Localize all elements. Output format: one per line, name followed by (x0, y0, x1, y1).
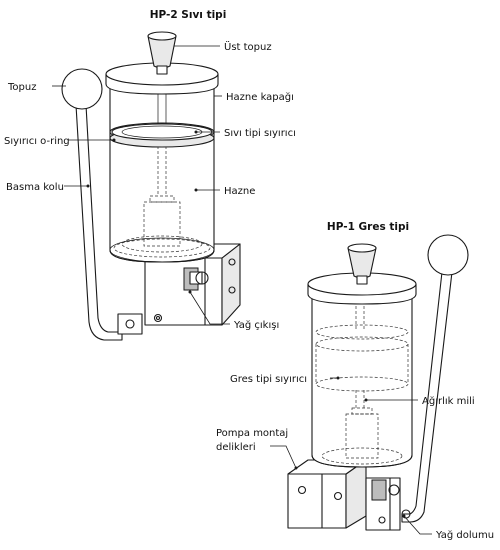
hp2-inner-pump (113, 146, 211, 258)
label-topuz: Topuz (7, 82, 36, 93)
hp2-reservoir (109, 73, 215, 263)
hp1-top-knob (347, 243, 377, 285)
label-gres-tipi-siyirici: Gres tipi sıyırıcı (230, 374, 307, 385)
hp1-pump (287, 234, 469, 531)
hp2-pump (61, 31, 241, 341)
hp1-reservoir (311, 287, 413, 468)
leader-lines (52, 45, 432, 535)
label-siyirici-oring: Sıyırıcı o-ring (4, 136, 70, 147)
label-pompa-montaj-2: delikleri (216, 442, 256, 453)
hp2-title: HP-2 Sıvı tipi (150, 9, 227, 21)
hp2-top-knob (147, 31, 177, 75)
hp2-handle-knob (61, 68, 103, 110)
hp1-handle-arm (401, 271, 453, 523)
hp2-liquid-scraper (109, 122, 215, 148)
label-yag-dolumu: Yağ dolumu (435, 529, 494, 541)
label-ust-topuz: Üst topuz (224, 40, 272, 53)
label-hazne-kapagi: Hazne kapağı (226, 91, 294, 103)
label-pompa-montaj-1: Pompa montaj (216, 428, 288, 439)
labels: HP-2 Sıvı tipi Üst topuz Topuz Hazne kap… (4, 9, 494, 541)
hp2-oil-outlet (183, 267, 209, 291)
hp1-handle-knob (427, 234, 469, 276)
hp2-pivot-block (117, 313, 143, 335)
hp1-grease-scraper (315, 324, 409, 392)
label-basma-kolu: Basma kolu (6, 182, 64, 193)
label-hazne: Hazne (224, 186, 255, 197)
label-sivi-tipi-siyirici: Sıvı tipi sıyırıcı (224, 128, 296, 139)
hp1-title: HP-1 Gres tipi (327, 221, 409, 233)
label-agirlik-mili: Ağırlık mili (422, 395, 475, 407)
label-yag-cikisi: Yağ çıkışı (233, 319, 279, 331)
